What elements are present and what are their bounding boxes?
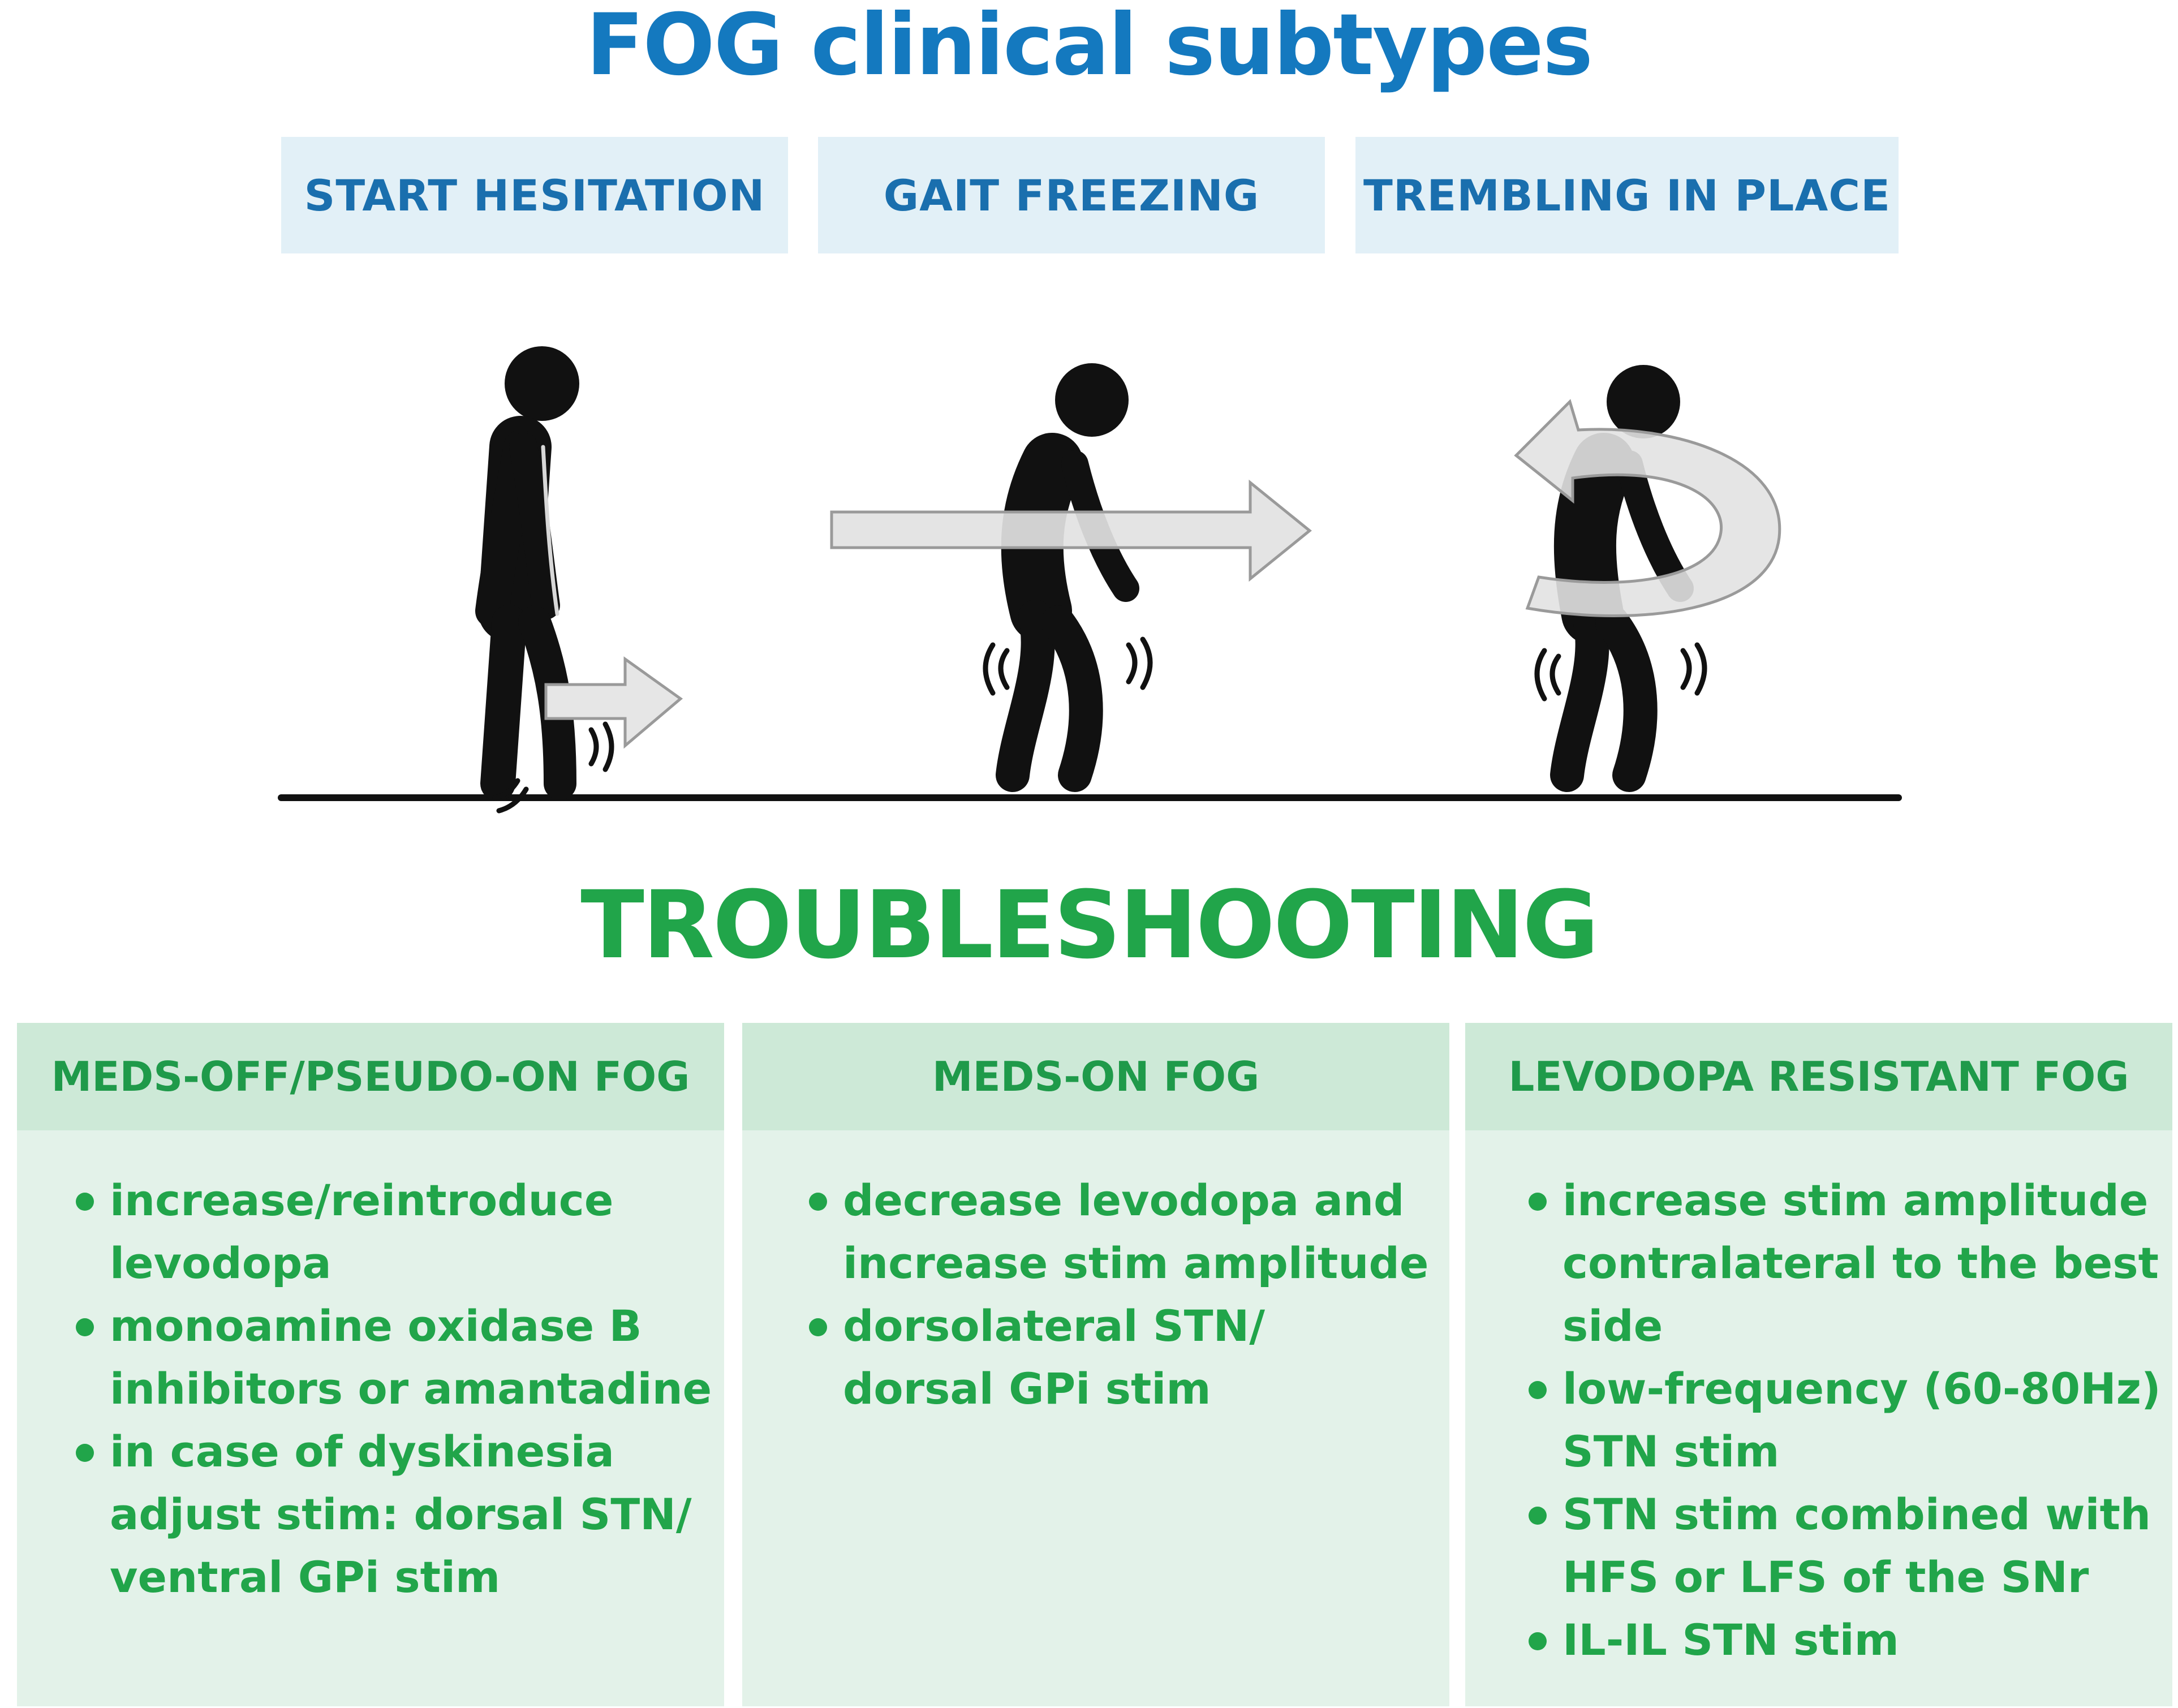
recommendation-text: STN stim combined with [1563,1489,2151,1539]
recommendation-text: levodopa [110,1238,332,1288]
recommendation-continuation: levodopa [76,1232,712,1294]
recommendation-text: low-frequency (60-80Hz) [1563,1363,2161,1414]
gait-freezing-figure [996,363,1139,792]
fog-subtype-illustration [278,346,1902,814]
bullet-icon [1529,1193,1547,1211]
trembling-in-place-figure [1550,365,1694,792]
bullet-icon [809,1193,827,1211]
recommendation-continuation: HFS or LFS of the SNr [1529,1546,2161,1608]
recommendation-item: IL-IL STN stim [1529,1608,2161,1671]
recommendation-item: dorsolateral STN/ [809,1294,1428,1357]
recommendation-text: ventral GPi stim [110,1552,501,1602]
bullet-icon [1529,1632,1547,1650]
recommendation-item: monoamine oxidase B [76,1294,712,1357]
tremor-marks-2 [983,636,1153,696]
bullet-icon [76,1193,94,1211]
recommendation-item: low-frequency (60-80Hz) [1529,1357,2161,1420]
panel-levodopa-resistant: LEVODOPA RESISTANT FOG increase stim amp… [1465,1023,2172,1706]
bullet-icon [1529,1381,1547,1399]
panel-header: MEDS-ON FOG [742,1023,1449,1130]
recommendation-text: HFS or LFS of the SNr [1563,1552,2089,1602]
subtype-gait-freezing: GAIT FREEZING [818,137,1325,253]
tremor-marks-3 [1534,642,1707,702]
recommendation-text: increase stim amplitude [843,1238,1429,1288]
turning-arrow [1514,399,1781,618]
subtype-trembling-in-place: TREMBLING IN PLACE [1355,137,1899,253]
recommendation-text: decrease levodopa and [843,1175,1405,1225]
recommendation-continuation: increase stim amplitude [809,1232,1428,1294]
bullet-icon [1529,1507,1547,1525]
recommendation-text: increase/reintroduce [110,1175,614,1225]
recommendation-continuation: dorsal GPi stim [809,1357,1428,1420]
panel-header: MEDS-OFF/PSEUDO-ON FOG [17,1023,724,1130]
recommendation-item: in case of dyskinesia [76,1420,712,1483]
bullet-icon [76,1444,94,1462]
recommendation-item: decrease levodopa and [809,1169,1428,1232]
tremor-marks-1 [492,721,614,814]
recommendation-text: IL-IL STN stim [1563,1615,1899,1665]
recommendation-continuation: ventral GPi stim [76,1546,712,1608]
recommendation-list: decrease levodopa and increase stim ampli… [809,1169,1428,1420]
recommendation-continuation: side [1529,1294,2161,1357]
panel-header: LEVODOPA RESISTANT FOG [1465,1023,2172,1130]
recommendation-continuation: STN stim [1529,1420,2161,1483]
bullet-icon [76,1318,94,1336]
recommendation-text: dorsolateral STN/ [843,1301,1265,1351]
figure-title: FOG clinical subtypes [586,0,1593,94]
panel-meds-off: MEDS-OFF/PSEUDO-ON FOG increase/reintrod… [17,1023,724,1706]
forward-arrow-small [544,656,683,749]
recommendation-list: increase stim amplitude contralateral to … [1529,1169,2161,1671]
recommendation-text: inhibitors or amantadine [110,1363,712,1414]
recommendation-continuation: contralateral to the best [1529,1232,2161,1294]
recommendation-item: increase stim amplitude [1529,1169,2161,1232]
recommendation-text: adjust stim: dorsal STN/ [110,1489,692,1539]
troubleshooting-title: TROUBLESHOOTING [580,871,1599,979]
subtype-start-hesitation: START HESITATION [281,137,788,253]
recommendation-text: STN stim [1563,1426,1780,1477]
recommendation-item: STN stim combined with [1529,1483,2161,1546]
recommendation-text: in case of dyskinesia [110,1426,614,1477]
recommendation-text: monoamine oxidase B [110,1301,642,1351]
panel-meds-on: MEDS-ON FOG decrease levodopa and increas… [742,1023,1449,1706]
recommendation-continuation: inhibitors or amantadine [76,1357,712,1420]
recommendation-text: increase stim amplitude [1563,1175,2149,1225]
bullet-icon [809,1318,827,1336]
start-hesitation-figure [475,346,579,801]
recommendation-list: increase/reintroduce levodopa monoamine ox… [76,1169,712,1608]
forward-arrow-large [830,479,1312,582]
recommendation-continuation: adjust stim: dorsal STN/ [76,1483,712,1546]
recommendation-item: increase/reintroduce [76,1169,712,1232]
recommendation-text: dorsal GPi stim [843,1363,1211,1414]
recommendation-text: side [1563,1301,1663,1351]
recommendation-text: contralateral to the best [1563,1238,2159,1288]
